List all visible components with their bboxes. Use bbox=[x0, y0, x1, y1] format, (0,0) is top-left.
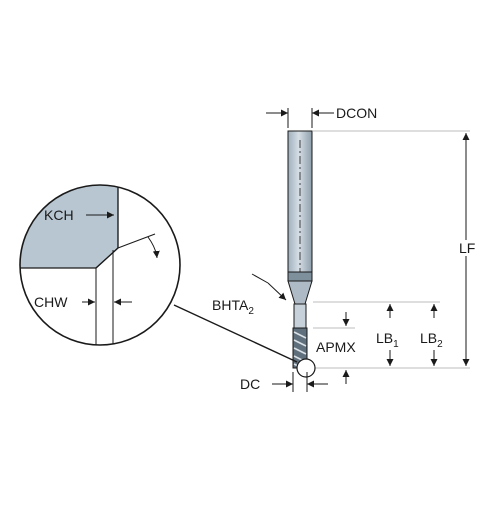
chw-label: CHW bbox=[34, 294, 68, 310]
detail-angle-line bbox=[117, 233, 156, 249]
detail-circle-border bbox=[19, 184, 181, 346]
chamfer-detail-view: KCH CHW bbox=[19, 184, 181, 346]
detail-leader-line bbox=[173, 304, 298, 363]
chamfer-edge bbox=[95, 247, 119, 269]
lb2-label: LB2 bbox=[420, 330, 443, 350]
tool-neck bbox=[293, 303, 307, 329]
dc-label: DC bbox=[240, 376, 260, 392]
dcon-dimension: DCON bbox=[266, 105, 377, 128]
tool-taper bbox=[287, 280, 313, 305]
angle-arc bbox=[147, 236, 160, 259]
bhta2-label: BHTA2 bbox=[212, 297, 254, 317]
kch-label: KCH bbox=[44, 207, 74, 223]
lb2-dimension: LB2 bbox=[420, 304, 443, 366]
lb1-label: LB1 bbox=[376, 330, 399, 350]
tip-detail-circle bbox=[296, 358, 316, 378]
lf-dimension: LF bbox=[459, 133, 475, 366]
dc-dimension: DC bbox=[240, 372, 328, 392]
lb1-dimension: LB1 bbox=[376, 304, 399, 366]
apmx-dimension: APMX bbox=[313, 312, 356, 384]
bhta2-callout: BHTA2 bbox=[212, 273, 287, 317]
lf-label: LF bbox=[459, 240, 475, 256]
apmx-label: APMX bbox=[316, 339, 356, 355]
end-mill-tool bbox=[287, 130, 316, 378]
reference-lines bbox=[313, 130, 470, 369]
dcon-label: DCON bbox=[336, 105, 377, 121]
tool-shoulder bbox=[287, 271, 313, 282]
